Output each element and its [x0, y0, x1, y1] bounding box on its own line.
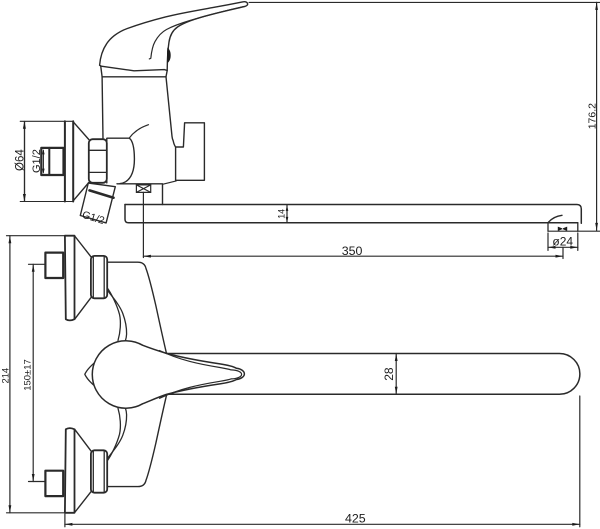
- svg-text:G1/2: G1/2: [31, 149, 43, 173]
- svg-text:14: 14: [276, 209, 286, 219]
- svg-text:176.2: 176.2: [586, 103, 598, 129]
- svg-text:150±17: 150±17: [23, 359, 34, 391]
- svg-text:Ø64: Ø64: [15, 149, 27, 171]
- svg-text:ø24: ø24: [552, 235, 573, 249]
- svg-text:28: 28: [382, 367, 396, 381]
- svg-text:350: 350: [342, 244, 363, 258]
- svg-text:425: 425: [345, 511, 366, 525]
- svg-text:214: 214: [0, 368, 10, 384]
